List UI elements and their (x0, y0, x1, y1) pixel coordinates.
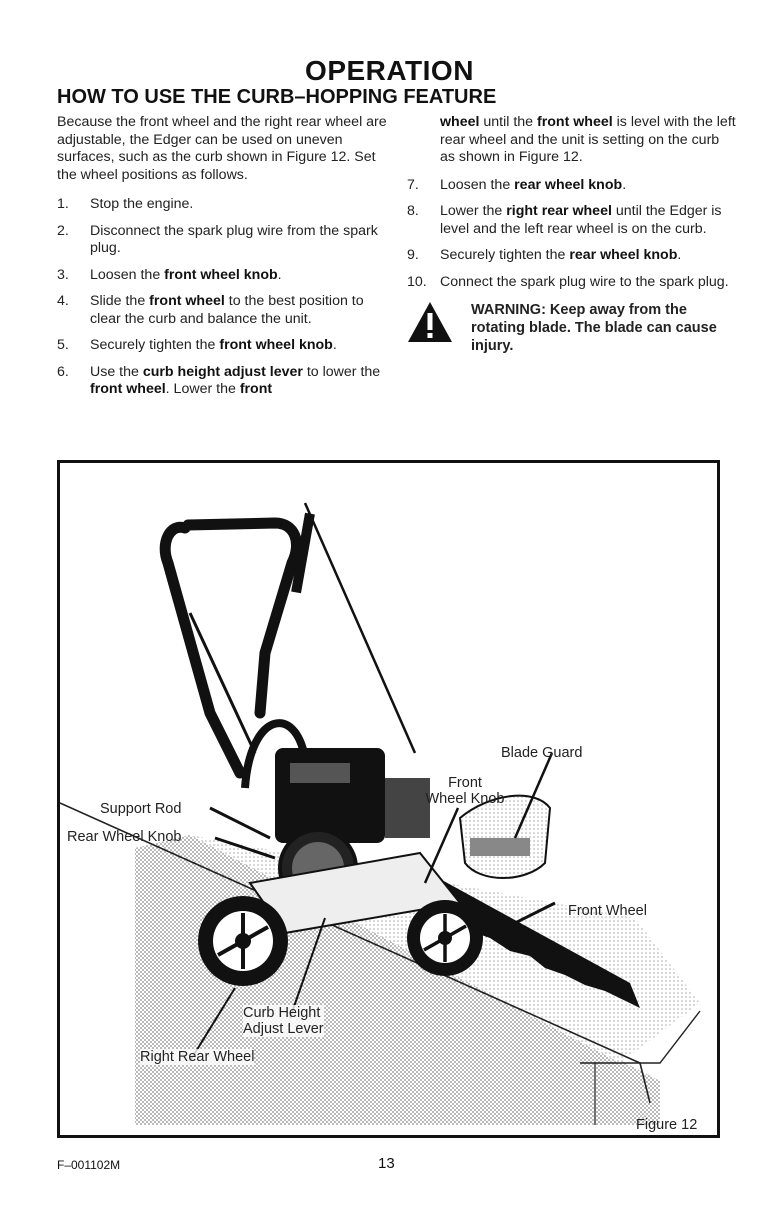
front-wheel-leader (504, 901, 556, 930)
rear-wheel-knob-leader (214, 836, 276, 860)
step-text: . (332, 337, 337, 353)
warning-triangle-icon (408, 302, 452, 342)
label-line: Curb Height (243, 1005, 321, 1021)
cut-edge-trench (420, 868, 640, 1008)
step-7: 7. Loosen the rear wheel knob. (407, 177, 737, 195)
handle-top-bar (182, 517, 302, 719)
step-3: 3. Loosen the front wheel knob. (57, 267, 387, 285)
step-emphasis: front wheel (90, 381, 166, 397)
engine-tank (290, 763, 350, 783)
edger-illustration (60, 502, 701, 1125)
step-emphasis: front wheel (149, 293, 225, 309)
step-text: Securely tighten the (90, 337, 220, 353)
step-6: 6. Use the curb height adjust lever to lo… (57, 364, 387, 399)
step-text: Slide the (90, 293, 150, 309)
step-number: 5. (57, 337, 69, 353)
step-number: 9. (407, 247, 419, 263)
blade-guard-leader (513, 752, 554, 839)
step-text: is level with the left rear wheel and th… (440, 114, 736, 165)
step-5: 5. Securely tighten the front wheel knob. (57, 337, 387, 355)
step-text: Disconnect the spark plug wire from the … (90, 222, 378, 257)
step-text: . (622, 176, 627, 193)
front-wheel-spoke (423, 924, 467, 952)
support-rod (303, 502, 417, 754)
step-emphasis: front wheel knob (219, 337, 333, 353)
step-text: Stop the engine. (90, 196, 194, 212)
step-emphasis: front (239, 381, 273, 397)
step-text: until the (479, 114, 538, 130)
step-emphasis: wheel (440, 114, 480, 130)
step-text: Loosen the (440, 176, 515, 193)
step-text: . (677, 247, 682, 263)
label-support-rod: Support Rod (100, 801, 182, 817)
warning-notice: WARNING: Keep away from the rotating bla… (407, 301, 737, 355)
page-number: 13 (378, 1155, 395, 1172)
step-10: 10. Connect the spark plug wire to the s… (407, 274, 737, 292)
step-emphasis: rear wheel knob (569, 247, 678, 263)
rear-wheel-spoke (217, 925, 269, 957)
step-9: 9. Securely tighten the rear wheel knob. (407, 247, 737, 265)
step-text: Securely tighten the (440, 247, 570, 263)
step-8: 8. Lower the right rear wheel until the E… (407, 203, 737, 238)
label-right-rear-wheel: Right Rear Wheel (140, 1049, 255, 1065)
intro-paragraph: Because the front wheel and the right re… (57, 114, 387, 183)
step-1: 1. Stop the engine. (57, 196, 387, 214)
step-4: 4. Slide the front wheel to the best posi… (57, 293, 387, 328)
step-text: to the best position to clear the curb a… (90, 293, 364, 327)
step-number: 4. (57, 293, 69, 309)
step-text: Connect the spark plug wire to the spark… (440, 273, 729, 290)
section-title: HOW TO USE THE CURB–HOPPING FEATURE (57, 86, 497, 108)
right-rear-wheel-leader (189, 987, 236, 1062)
step-emphasis: front wheel knob (164, 266, 278, 283)
step-text: Use the (90, 363, 143, 380)
label-rear-wheel-knob: Rear Wheel Knob (67, 829, 182, 845)
handle-left-bar (159, 521, 246, 779)
step-number: 2. (57, 222, 69, 239)
label-line: Adjust Lever (243, 1021, 324, 1037)
right-column: wheel until the front wheel is level wit… (407, 114, 737, 355)
step-number: 6. (57, 363, 69, 380)
engine-body (275, 748, 385, 843)
label-front-wheel-knob: Front Wheel Knob (405, 775, 525, 807)
step-6-continued: wheel until the front wheel is level wit… (407, 114, 737, 167)
step-number: 10. (407, 273, 427, 290)
step-emphasis: right rear wheel (506, 203, 612, 219)
step-text: . (277, 266, 282, 283)
left-column: Because the front wheel and the right re… (57, 114, 387, 408)
blade-guard (458, 794, 552, 879)
step-2: 2. Disconnect the spark plug wire from t… (57, 223, 387, 258)
figure-12: Blade Guard Front Wheel Knob Support Rod… (57, 460, 720, 1138)
label-line: Front (448, 775, 482, 791)
step-text: Lower the (440, 203, 507, 219)
step-emphasis: front wheel (537, 114, 613, 130)
handle-brace (188, 612, 257, 754)
step-number: 3. (57, 266, 69, 283)
front-wheel-knob-leader (423, 807, 460, 884)
curb-lever-handle (291, 512, 315, 594)
label-front-wheel: Front Wheel (568, 903, 647, 919)
step-emphasis: curb height adjust lever (142, 363, 303, 380)
curb-corner-line (580, 1010, 701, 1064)
step-text: . Lower the (165, 381, 240, 397)
warning-text: WARNING: Keep away from the rotating bla… (471, 302, 717, 354)
page-title: OPERATION (305, 55, 474, 86)
figure-caption: Figure 12 (636, 1117, 698, 1133)
curb-height-leader (289, 917, 326, 1019)
step-text: Loosen the (90, 266, 165, 283)
step-text: until the Edger is level and the left re… (440, 203, 722, 237)
step-emphasis: rear wheel knob (514, 176, 623, 193)
label-curb-height-adjust-lever: Curb Height Adjust Lever (243, 1005, 324, 1037)
step-number: 1. (57, 196, 69, 212)
label-line: Wheel Knob (425, 791, 505, 807)
support-rod-leader (209, 806, 271, 840)
step-number: 7. (407, 176, 419, 193)
blade-guard-slats (470, 838, 530, 856)
step-text: to lower the (302, 363, 381, 380)
step-number: 8. (407, 203, 419, 219)
document-code: F–001102M (57, 1158, 121, 1172)
engine-side (385, 778, 430, 838)
label-blade-guard: Blade Guard (501, 745, 583, 761)
